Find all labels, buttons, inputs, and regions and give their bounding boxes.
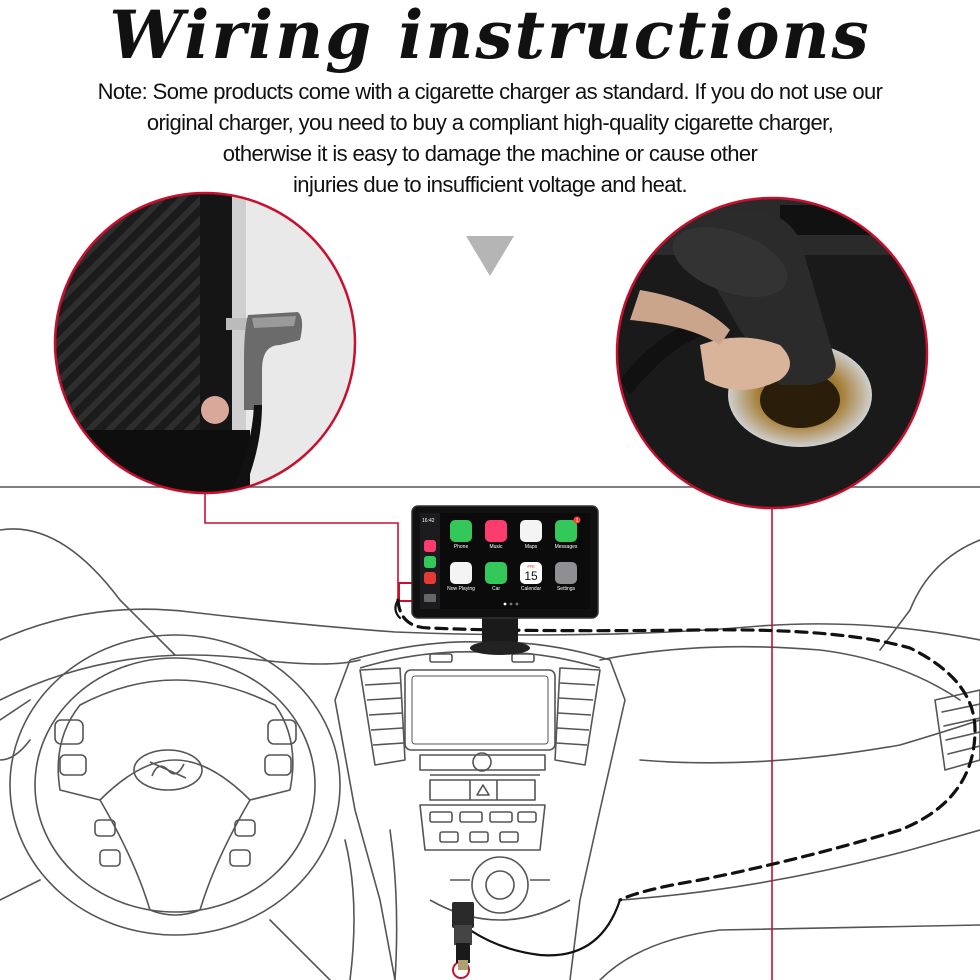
device-port-closeup [53, 191, 357, 495]
center-console [334, 641, 626, 980]
dashboard-drawing [0, 486, 980, 980]
sidebar-app-icon [424, 540, 436, 552]
app-icon[interactable] [450, 562, 472, 584]
app-icon[interactable] [555, 562, 577, 584]
note-line: injuries due to insufficient voltage and… [293, 172, 688, 197]
app-label: Calendar [521, 586, 542, 592]
app-label: Music [489, 544, 503, 550]
app-icon[interactable] [450, 520, 472, 542]
grid-icon [424, 594, 436, 602]
notification-badge-count: 1 [576, 518, 579, 524]
app-label: Settings [557, 586, 576, 592]
app-label: Now Playing [447, 586, 475, 592]
note-line: otherwise it is easy to damage the machi… [222, 141, 758, 166]
sidebar-app-icon [424, 572, 436, 584]
car-logo-icon [133, 749, 203, 791]
steering-wheel [9, 634, 341, 936]
app-icon[interactable] [485, 520, 507, 542]
calendar-weekday: FRI [527, 564, 534, 569]
notification-badge [573, 516, 581, 524]
note-line: original charger, you need to buy a comp… [146, 110, 834, 135]
app-label: Phone [454, 544, 469, 550]
down-arrow-icon [466, 236, 514, 276]
sidebar-app-icon [424, 556, 436, 568]
note-text: Note: Some products come with a cigarett… [20, 76, 960, 200]
app-label: Car [492, 586, 500, 592]
app-label: Messages [555, 544, 578, 550]
app-icon[interactable] [485, 562, 507, 584]
cigarette-plug [452, 902, 474, 970]
status-time: 16:42 [422, 518, 435, 524]
calendar-day: 15 [524, 569, 538, 583]
app-icon[interactable] [555, 520, 577, 542]
app-icon[interactable] [520, 562, 542, 584]
cigarette-socket-closeup [615, 196, 929, 510]
app-icon[interactable] [520, 520, 542, 542]
hazard-triangle-icon [476, 784, 490, 796]
charging-cable [394, 598, 977, 957]
app-label: Maps [525, 544, 538, 550]
page-title: Wiring instructions [109, 0, 871, 74]
note-line: Note: Some products come with a cigarett… [97, 79, 883, 104]
